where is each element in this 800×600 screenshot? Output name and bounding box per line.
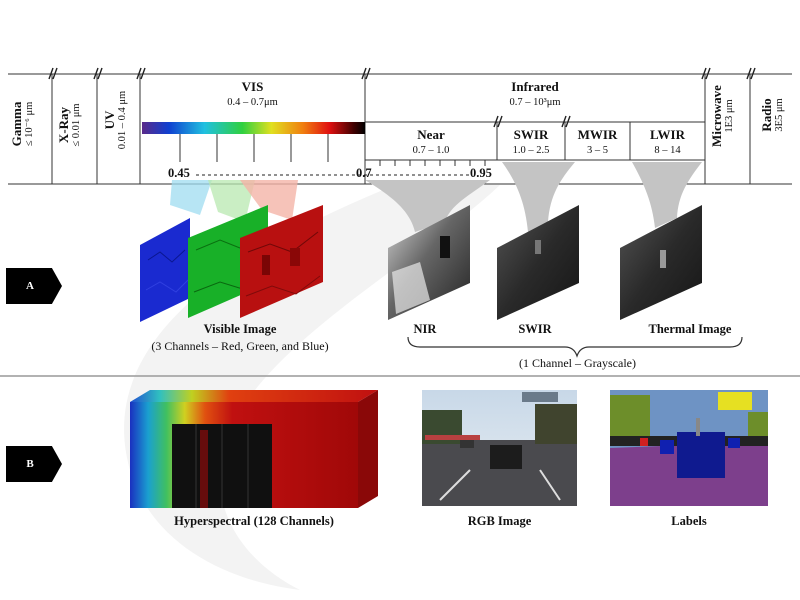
- rgb-street-image: [422, 390, 577, 506]
- swir-funnel: [502, 162, 575, 232]
- swir-caption: SWIR: [518, 322, 552, 336]
- mark-0-45: 0.45: [168, 166, 190, 180]
- lwir-funnel: [632, 162, 702, 228]
- row-a-tag: A: [6, 268, 62, 304]
- lwir-range: 8 – 14: [654, 145, 681, 156]
- visible-ticks: [179, 134, 329, 162]
- hyperspectral-cube: [130, 390, 378, 508]
- hyperspectral-caption: Hyperspectral (128 Channels): [174, 514, 334, 528]
- labels-segmentation-image: [610, 390, 768, 506]
- visible-image-caption: Visible Image: [203, 322, 277, 336]
- swir-range: 1.0 – 2.5: [512, 145, 550, 156]
- mark-0-7: 0.7: [356, 166, 372, 180]
- red-channel-image: [240, 205, 323, 318]
- green-funnel: [208, 180, 255, 222]
- near-ticks: [379, 160, 486, 166]
- near-range: 0.7 – 1.0: [412, 145, 450, 156]
- thermal-image: [620, 205, 702, 320]
- labels-caption: Labels: [671, 514, 707, 528]
- red-funnel: [240, 180, 298, 220]
- axis-break-marks: [48, 67, 756, 128]
- infrared-range: 0.7 – 10³μm: [509, 97, 561, 108]
- lwir-title: LWIR: [650, 127, 685, 142]
- near-title: Near: [417, 127, 445, 142]
- vis-range: 0.4 – 0.7μm: [227, 97, 278, 108]
- visible-image-subcaption: (3 Channels – Red, Green, and Blue): [151, 339, 329, 353]
- nir-caption: NIR: [413, 322, 437, 336]
- radio-label: Radio 3E5 μm: [759, 98, 785, 132]
- blue-funnel: [170, 180, 212, 215]
- grayscale-brace: [407, 336, 743, 358]
- mwir-title: MWIR: [577, 127, 618, 142]
- grayscale-caption: (1 Channel – Grayscale): [519, 356, 636, 370]
- mwir-range: 3 – 5: [587, 145, 608, 156]
- rgb-caption: RGB Image: [467, 514, 532, 528]
- uv-label: UV 0.01 – 0.4 μm: [102, 90, 128, 150]
- thermal-caption: Thermal Image: [648, 322, 732, 336]
- microwave-label: Microwave 1E3 μm: [709, 85, 735, 147]
- infrared-title: Infrared: [511, 79, 559, 94]
- nir-image: [388, 205, 470, 320]
- vis-title: VIS: [241, 79, 264, 94]
- gamma-label: Gamma ≤ 10⁻⁶ μm: [9, 101, 35, 147]
- nir-funnel: [365, 180, 490, 232]
- mark-0-95: 0.95: [470, 166, 492, 180]
- swir-title: SWIR: [513, 127, 549, 142]
- swir-image: [497, 205, 579, 320]
- row-b-tag: B: [6, 446, 62, 482]
- xray-label: X-Ray ≤ 0.01 μm: [56, 103, 82, 147]
- blue-channel-image: [140, 218, 190, 322]
- visible-spectrum-bar: [142, 122, 365, 134]
